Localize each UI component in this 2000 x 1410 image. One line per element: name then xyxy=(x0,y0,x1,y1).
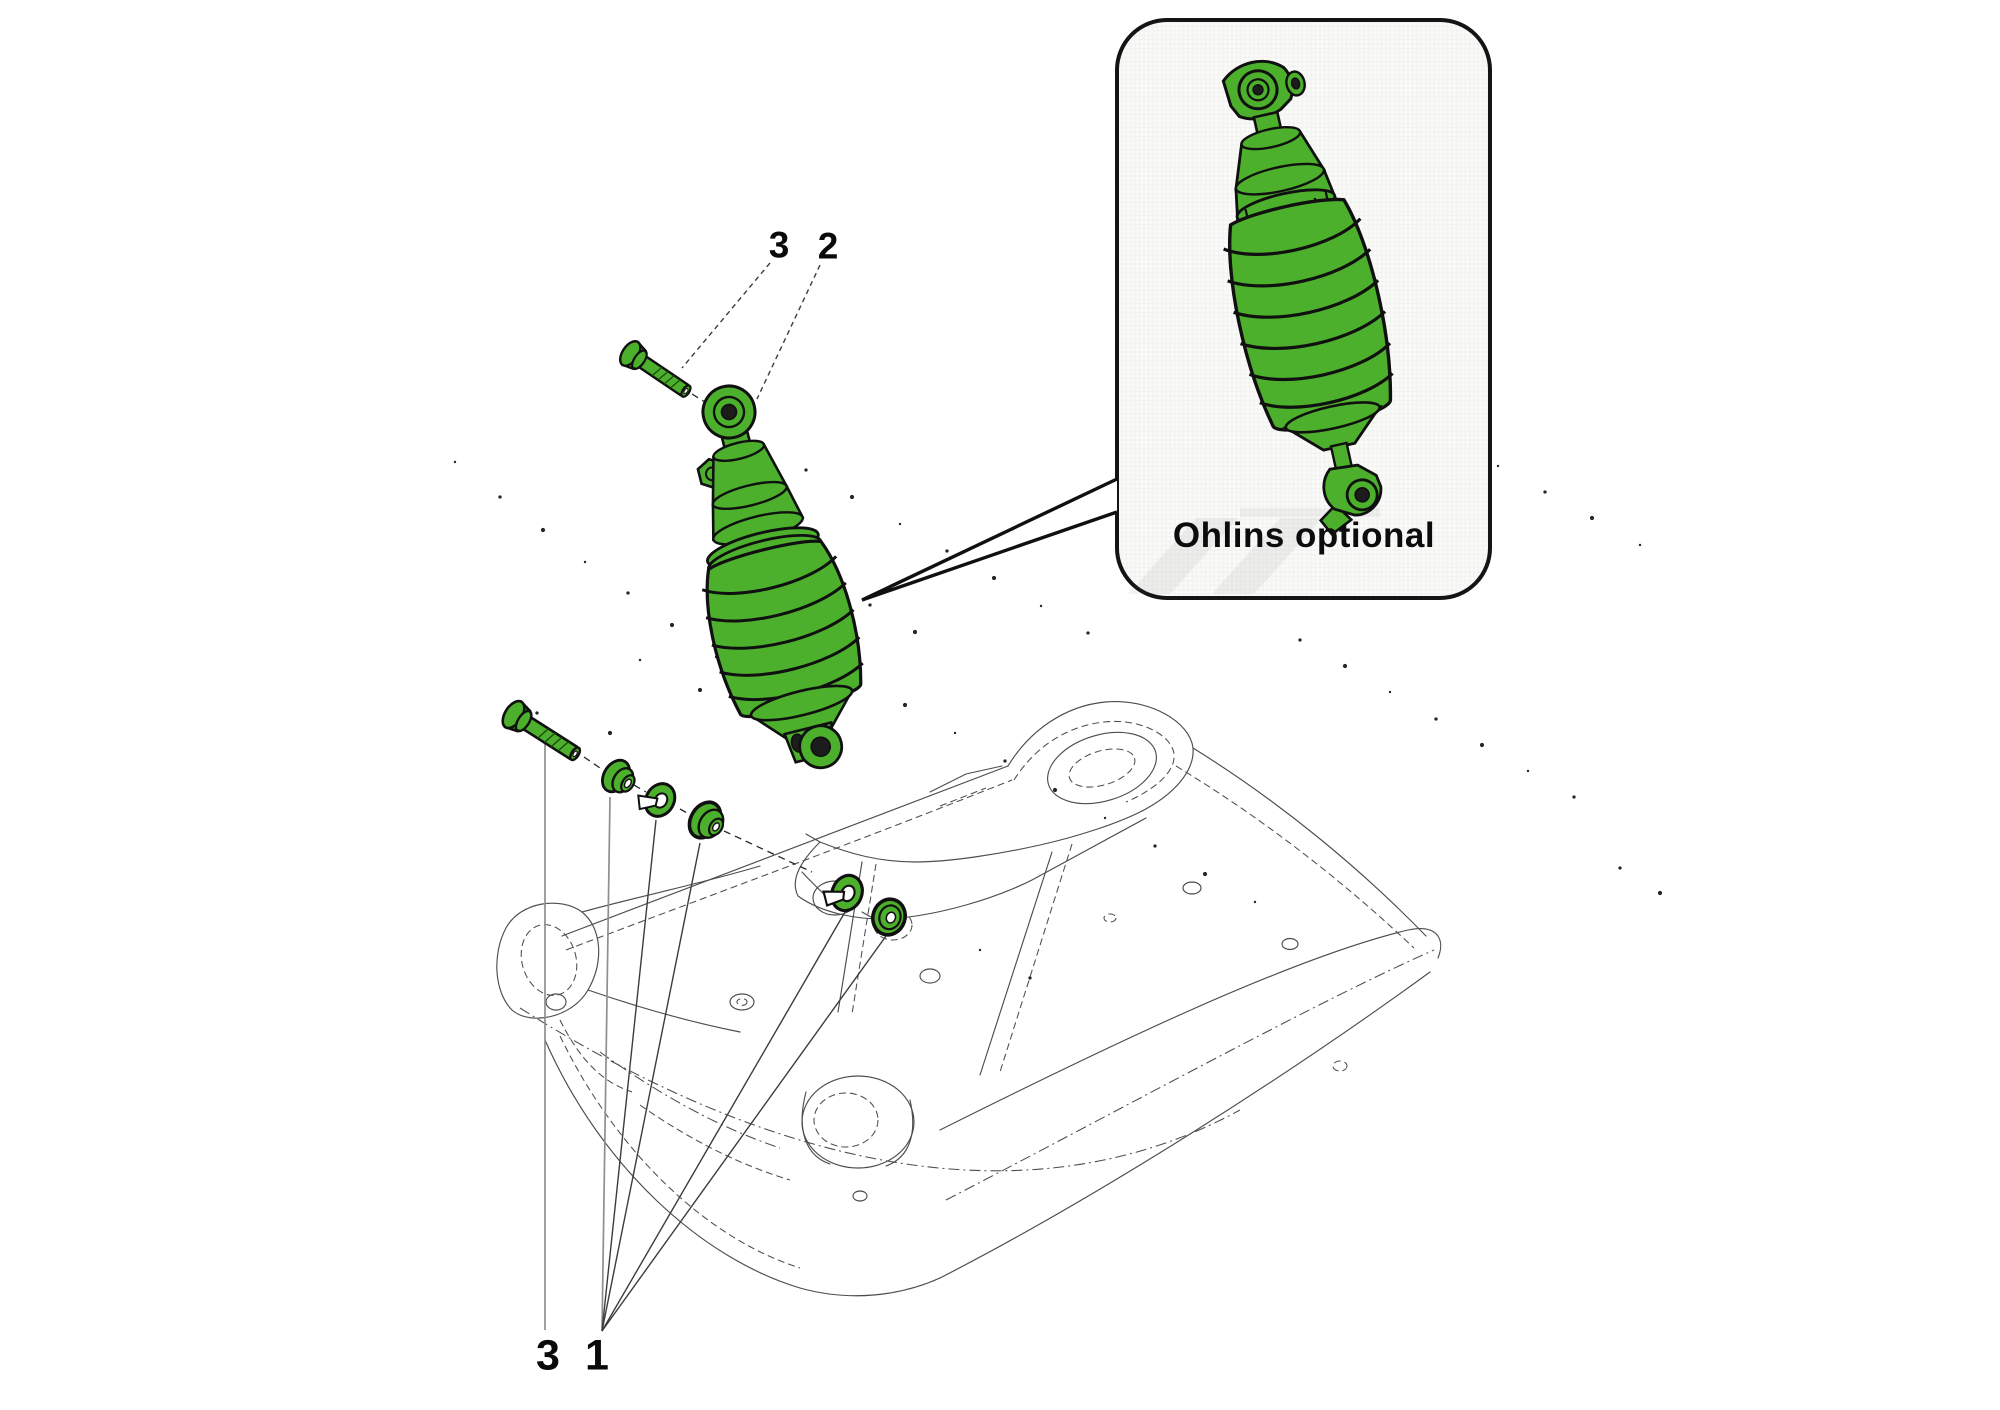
rear-shock-absorber xyxy=(696,384,864,770)
callout-bottom-1: 1 xyxy=(585,1331,609,1380)
stipple-dots xyxy=(453,437,1663,980)
c-clip-washer xyxy=(631,773,683,825)
bushing xyxy=(687,800,725,840)
swingarm-bushing-cap xyxy=(870,897,908,937)
watermark xyxy=(1128,508,1380,594)
leader-lines xyxy=(544,262,887,1332)
lower-mounting-bolt xyxy=(497,696,588,770)
callout-top-2: 2 xyxy=(817,225,839,267)
callout-top-3: 3 xyxy=(768,224,790,266)
spacer-washer xyxy=(601,758,636,794)
inset-pointer xyxy=(861,477,1118,602)
callout-bottom-3: 3 xyxy=(536,1331,560,1380)
swingarm-wireframe xyxy=(496,701,1442,1297)
inset-caption: Ohlins optional xyxy=(1172,516,1436,555)
inset-box xyxy=(861,18,1492,602)
ohlins-shock xyxy=(1221,59,1394,537)
upper-mounting-bolt xyxy=(614,336,698,406)
